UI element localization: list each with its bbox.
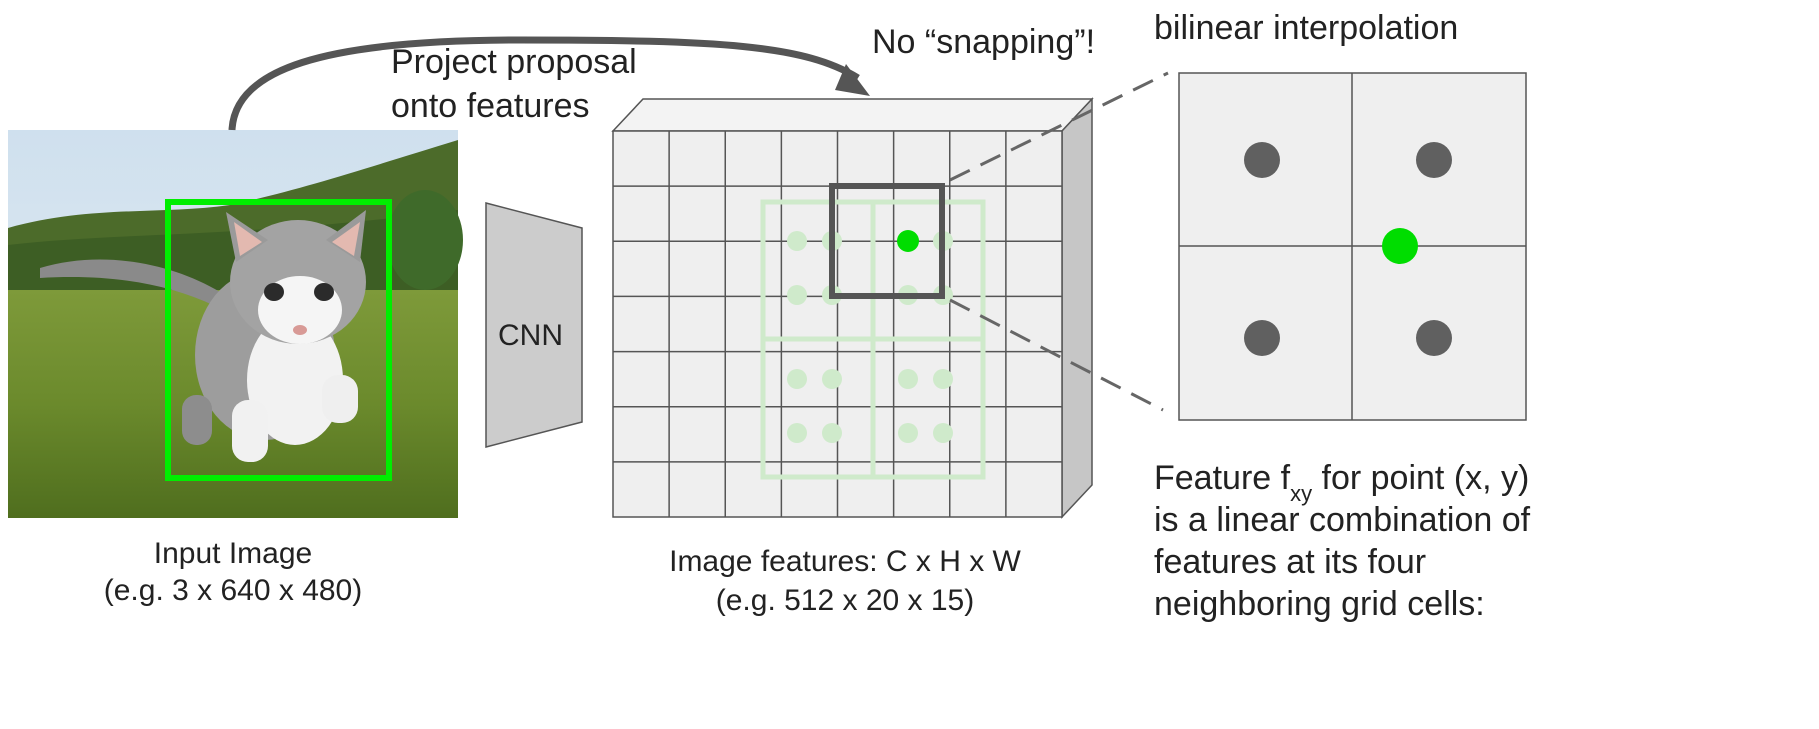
feature-text-subscript: xy (1290, 480, 1313, 506)
sample-point (897, 230, 919, 252)
no-snapping-label: No “snapping”! (872, 23, 1096, 61)
feature-text-line1: Feature fxy for point (x, y) (1154, 458, 1529, 510)
feature-text-line2: is a linear combination of (1154, 501, 1531, 539)
feature-text-line3: features at its four (1154, 543, 1427, 581)
grid-point (1416, 142, 1452, 178)
bilinear-label: bilinear interpolation (1154, 9, 1459, 47)
projection-arrow (228, 36, 870, 131)
features-caption-line2: (e.g. 512 x 20 x 15) (715, 584, 975, 617)
grid-point (1244, 320, 1280, 356)
roi-sample-points (787, 231, 953, 443)
highlight-cells (829, 183, 945, 299)
input-caption-line1: Input Image (153, 537, 313, 570)
roi-subgrid (760, 199, 986, 480)
feature-grid (613, 131, 1062, 517)
feature-volume (611, 97, 1094, 519)
grid-point (1416, 320, 1452, 356)
feature-text-suffix: for point (x, y) (1312, 459, 1530, 497)
grid-point (1244, 142, 1280, 178)
project-label-line2: onto features (391, 87, 590, 125)
cnn-label: CNN (498, 319, 563, 352)
cnn-block (485, 202, 583, 448)
features-caption-line1: Image features: C x H x W (669, 545, 1021, 578)
zoom-grid (1178, 72, 1527, 421)
interpolation-point (1382, 228, 1418, 264)
input-caption-line2: (e.g. 3 x 640 x 480) (103, 574, 363, 607)
proposal-box (165, 199, 392, 481)
zoom-lines (949, 71, 1169, 412)
feature-text-prefix: Feature f (1154, 459, 1291, 497)
feature-text-line4: neighboring grid cells: (1154, 585, 1485, 623)
input-image (8, 130, 463, 518)
project-label-line1: Project proposal (391, 43, 637, 81)
